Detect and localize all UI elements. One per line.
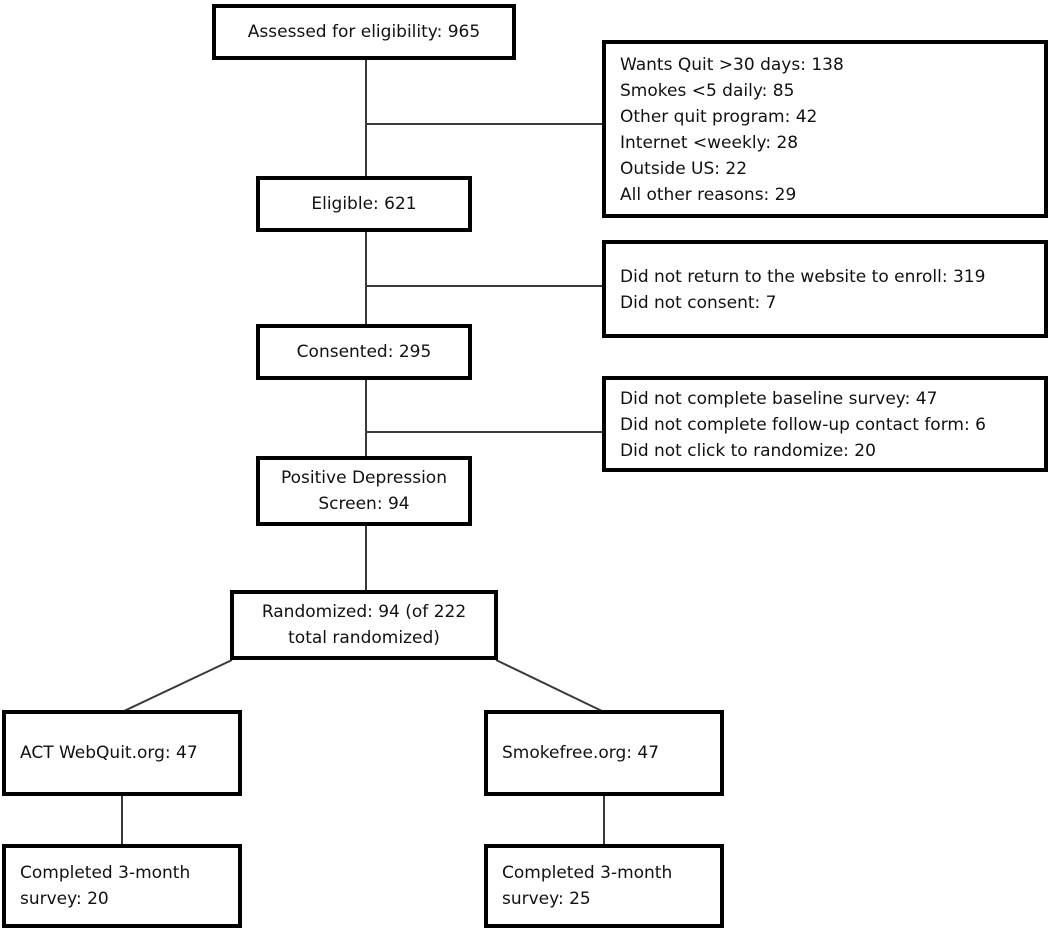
eligible-box: Eligible: 621 — [256, 176, 472, 232]
assessed-box: Assessed for eligibility: 965 — [212, 4, 516, 60]
ineligible-reason: Internet <weekly: 28 — [620, 133, 799, 153]
arm-act-box: ACT WebQuit.org: 47 — [2, 710, 242, 796]
ineligible-reason: Wants Quit >30 days: 138 — [620, 55, 844, 75]
positive-screen-label-line2: Screen: 94 — [318, 494, 410, 514]
ineligible-reason: Outside US: 22 — [620, 159, 748, 179]
completed-smokefree-label-line1: Completed 3-month — [502, 863, 673, 883]
completed-act-label-line1: Completed 3-month — [20, 863, 191, 883]
not-screened-reason: Did not click to randomize: 20 — [620, 441, 876, 461]
completed-smokefree-label-line2: survey: 25 — [502, 889, 591, 909]
ineligible-reason: All other reasons: 29 — [620, 185, 797, 205]
arm-smokefree-box: Smokefree.org: 47 — [484, 710, 724, 796]
completed-act-box: Completed 3-month survey: 20 — [2, 844, 242, 928]
assessed-label: Assessed for eligibility: 965 — [247, 22, 481, 42]
randomized-label-line2: total randomized) — [288, 628, 440, 648]
not-consented-reason: Did not consent: 7 — [620, 293, 777, 313]
completed-smokefree-box: Completed 3-month survey: 25 — [484, 844, 724, 928]
eligible-label: Eligible: 621 — [311, 194, 417, 214]
arm-act-label: ACT WebQuit.org: 47 — [20, 743, 198, 763]
consented-label: Consented: 295 — [296, 342, 432, 362]
positive-screen-label-line1: Positive Depression — [281, 468, 447, 488]
not-screened-reason: Did not complete baseline survey: 47 — [620, 389, 938, 409]
connector-randomized-smokefree — [495, 659, 605, 713]
not-screened-reasons-box: Did not complete baseline survey: 47 Did… — [602, 376, 1048, 472]
positive-screen-box: Positive Depression Screen: 94 — [256, 456, 472, 526]
not-consented-reason: Did not return to the website to enroll:… — [620, 267, 986, 287]
randomized-label-line1: Randomized: 94 (of 222 — [261, 602, 467, 622]
ineligible-reason: Smokes <5 daily: 85 — [620, 81, 795, 101]
connector-randomized-act — [121, 659, 233, 713]
arm-smokefree-label: Smokefree.org: 47 — [502, 743, 660, 763]
not-screened-reason: Did not complete follow-up contact form:… — [620, 415, 986, 435]
consented-box: Consented: 295 — [256, 324, 472, 380]
not-consented-reasons-box: Did not return to the website to enroll:… — [602, 240, 1048, 338]
randomized-box: Randomized: 94 (of 222 total randomized) — [230, 590, 498, 660]
ineligible-reasons-box: Wants Quit >30 days: 138 Smokes <5 daily… — [602, 40, 1048, 218]
completed-act-label-line2: survey: 20 — [20, 889, 109, 909]
ineligible-reason: Other quit program: 42 — [620, 107, 818, 127]
